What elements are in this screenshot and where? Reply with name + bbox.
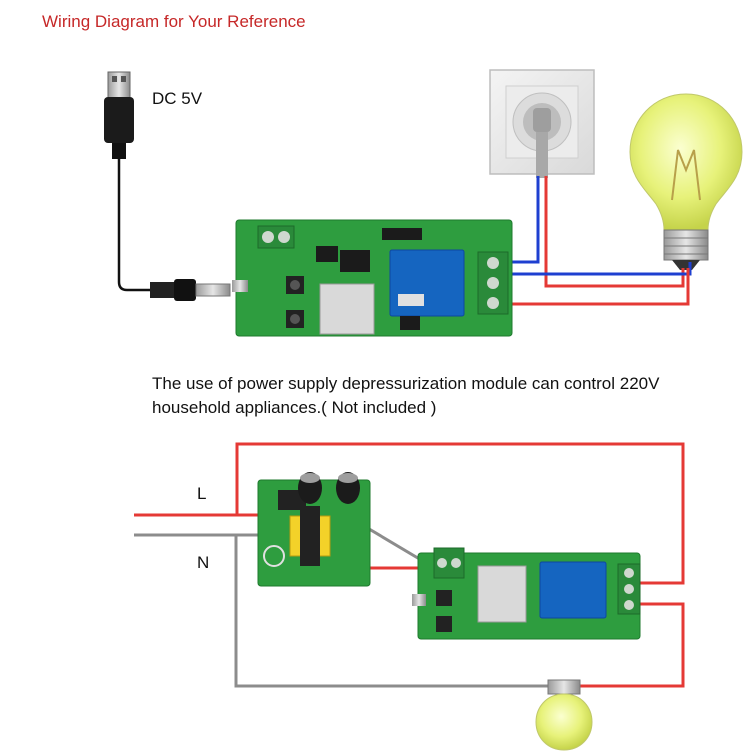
neutral-wire-label: N	[197, 553, 210, 572]
light-bulb-icon	[629, 93, 743, 270]
relay-module-board	[232, 219, 513, 337]
power-supply-module	[257, 472, 371, 587]
usb-cable	[104, 71, 231, 301]
live-wire-label: L	[197, 484, 207, 503]
small-light-bulb-icon	[535, 679, 593, 751]
wall-socket	[489, 69, 595, 178]
note-line-2: household appliances.( Not included )	[152, 398, 437, 417]
note-line-1: The use of power supply depressurization…	[152, 374, 660, 393]
power-label: DC 5V	[152, 89, 203, 108]
mains-wires	[497, 176, 692, 306]
page-title: Wiring Diagram for Your Reference	[42, 12, 306, 31]
relay-module-board-2	[412, 547, 641, 640]
